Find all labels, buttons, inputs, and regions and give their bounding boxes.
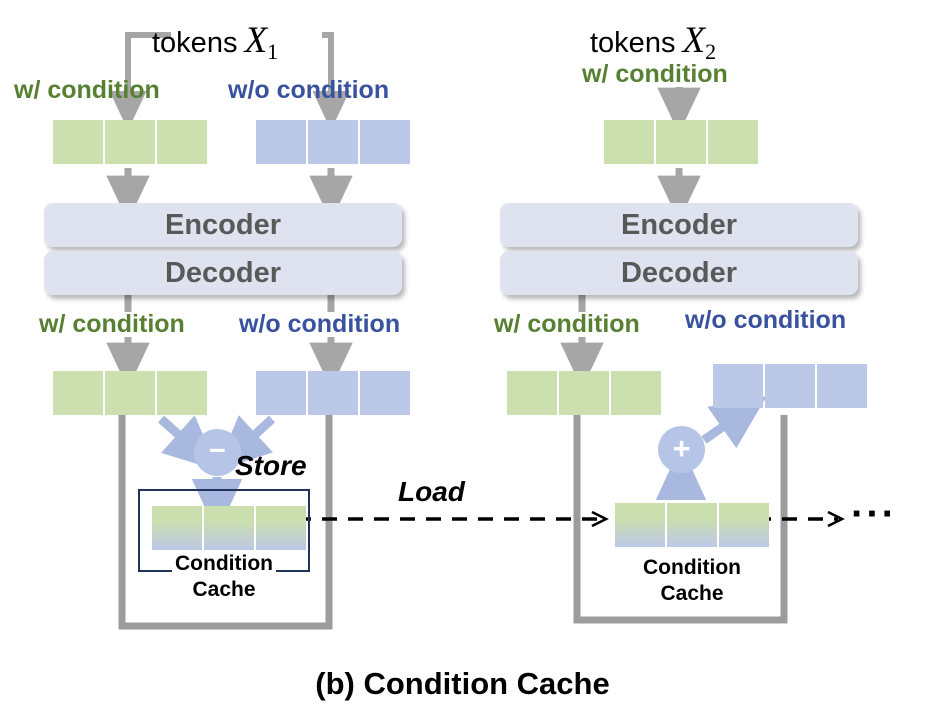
left-input-strip-blue — [256, 120, 410, 164]
token-cell — [157, 371, 207, 415]
token-cell — [817, 364, 867, 408]
left-cache-strip — [152, 506, 306, 550]
right-output-without-condition-label: w/o condition — [683, 306, 849, 334]
right-tokens-subscript: 2 — [705, 38, 717, 64]
left-encoder-label: Encoder — [164, 208, 282, 241]
token-cell — [507, 371, 557, 415]
left-output-strip-green — [53, 371, 207, 415]
token-cell — [53, 120, 103, 164]
right-output-strip-green — [507, 371, 661, 415]
left-condition-cache-label: Condition Cache — [144, 551, 304, 602]
left-output-strip-blue — [256, 371, 410, 415]
left-encoder-block: Encoder — [44, 203, 402, 247]
token-cell — [256, 371, 306, 415]
token-cell — [713, 364, 763, 408]
left-tokens-subscript: 1 — [267, 38, 279, 64]
left-input-strip-green — [53, 120, 207, 164]
right-cache-label-line1: Condition — [643, 556, 741, 579]
minus-glyph: − — [209, 434, 226, 467]
token-cell — [105, 120, 155, 164]
left-cache-label-line1: Condition — [172, 551, 276, 577]
left-output-without-condition-label: w/o condition — [237, 310, 403, 338]
right-input-strip-green — [604, 120, 758, 164]
right-plus-output-arrow — [701, 396, 767, 449]
cache-cell — [256, 506, 306, 550]
load-label: Load — [398, 476, 465, 507]
left-input-with-condition-label: w/ condition — [14, 76, 160, 104]
right-input-with-condition-label: w/ condition — [580, 60, 730, 88]
left-cache-label-line2: Cache — [192, 577, 256, 601]
token-cell — [604, 120, 654, 164]
cache-cell — [615, 503, 665, 547]
left-minus-input-arrow-green — [158, 415, 219, 471]
minus-circle-icon: − — [194, 429, 241, 476]
token-cell — [765, 364, 815, 408]
left-tokens-variable: X — [244, 20, 268, 61]
token-cell — [308, 371, 358, 415]
token-cell — [105, 371, 155, 415]
right-condition-cache-label: Condition Cache — [601, 555, 783, 606]
figure-caption: (b) Condition Cache — [315, 666, 610, 701]
right-output-strip-blue — [713, 364, 867, 408]
token-cell — [559, 371, 609, 415]
cache-cell — [204, 506, 254, 550]
left-tokens-text: tokens — [152, 27, 238, 59]
right-output-with-condition-label: w/ condition — [492, 310, 642, 338]
token-cell — [360, 120, 410, 164]
cache-cell — [719, 503, 769, 547]
token-cell — [360, 371, 410, 415]
right-encoder-label: Encoder — [620, 208, 738, 241]
token-cell — [157, 120, 207, 164]
load-dashed-line — [296, 510, 609, 528]
right-cache-strip — [615, 503, 769, 547]
continuation-ellipsis: ··· — [851, 492, 897, 536]
left-output-with-condition-label: w/ condition — [37, 310, 187, 338]
cache-cell — [152, 506, 202, 550]
left-decoder-block: Decoder — [44, 251, 402, 295]
right-decoder-label: Decoder — [620, 256, 738, 289]
right-decoder-block: Decoder — [500, 251, 858, 295]
token-cell — [256, 120, 306, 164]
left-minus-input-arrow-blue — [215, 415, 276, 471]
token-cell — [308, 120, 358, 164]
plus-circle-icon: + — [658, 426, 705, 473]
token-cell — [611, 371, 661, 415]
cache-cell — [667, 503, 717, 547]
store-label: Store — [235, 450, 307, 481]
right-encoder-block: Encoder — [500, 203, 858, 247]
right-tokens-variable: X — [682, 20, 706, 61]
right-cache-label-line2: Cache — [660, 581, 724, 605]
plus-glyph: + — [672, 430, 691, 466]
token-cell — [656, 120, 706, 164]
right-tokens-text: tokens — [590, 27, 676, 59]
token-cell — [53, 371, 103, 415]
left-input-without-condition-label: w/o condition — [228, 76, 390, 104]
left-decoder-label: Decoder — [164, 256, 282, 289]
token-cell — [708, 120, 758, 164]
